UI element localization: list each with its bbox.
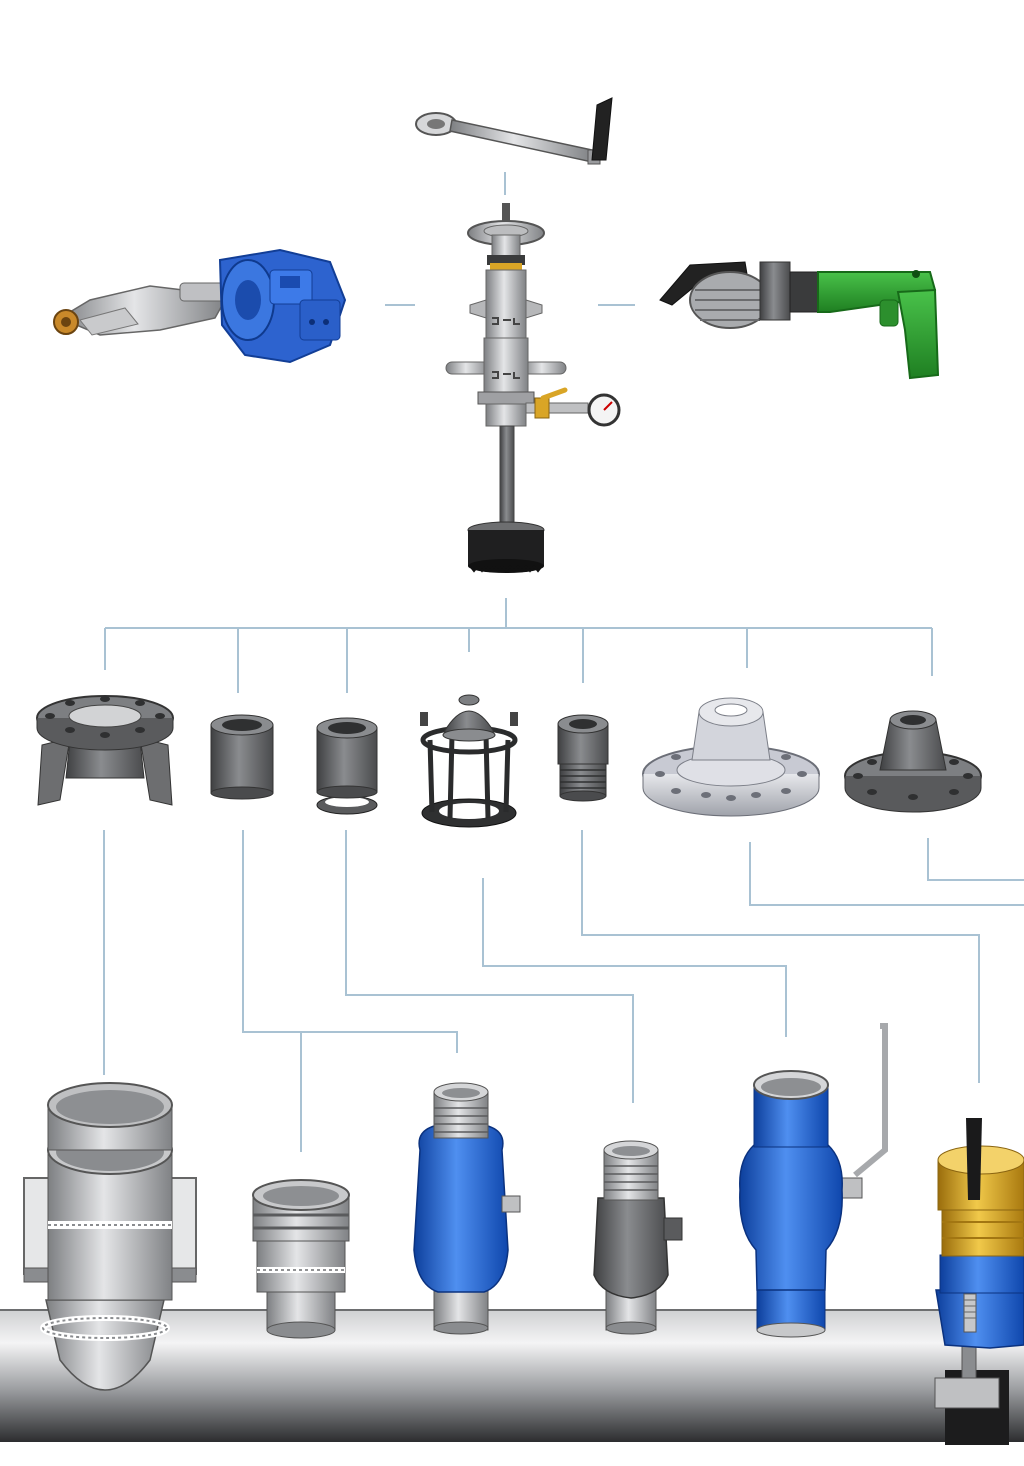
socket-ring-icon [316,717,378,815]
ball-valve-icon [593,1140,683,1335]
connector-socket-to-nipple [242,830,458,1152]
threaded-nipple-icon [557,714,609,802]
connector-nipple-to-brass-valve [581,830,980,1083]
ball-valve-icon [413,1082,521,1335]
air-motor-icon [53,248,347,364]
connector-small-flange [927,838,1024,881]
crank-handle-icon [415,97,613,165]
connector-cage-to-lever-valve [482,878,787,1037]
tapping-machine-icon [445,203,621,573]
cage-clamp-icon [420,694,518,828]
electric-drill-icon [659,261,940,380]
saddle-flange-icon [36,695,174,806]
connector-large-flange [749,842,1024,906]
grooved-nipple-icon [252,1179,350,1339]
brass-valve-icon [934,1118,1024,1445]
threaded-socket-icon [210,714,274,800]
connector-ring-socket-to-grey-valve [345,830,634,1103]
small-flange-icon [844,710,982,813]
main-pipe [0,1309,1024,1442]
welded-branch-icon [23,1082,197,1391]
connector-machine-to-adapters [104,598,933,693]
large-flange-icon [642,697,820,817]
connector-lines [103,172,1024,1152]
ball-valve-lever-icon [739,1023,888,1338]
